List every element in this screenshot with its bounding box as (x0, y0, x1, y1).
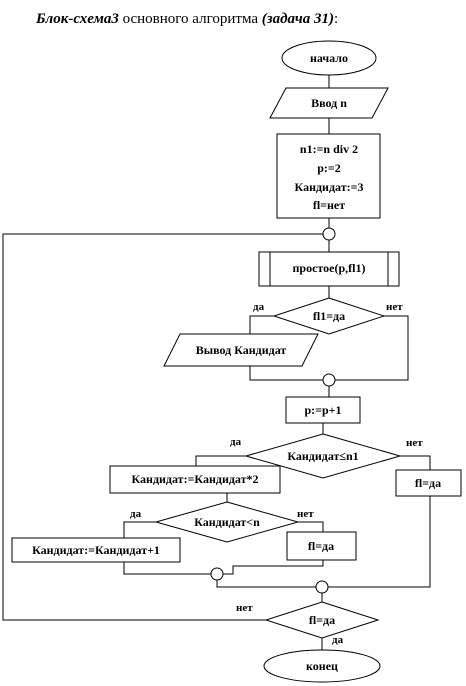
multiply-label: Кандидат:=Кандидат*2 (131, 472, 259, 486)
set-flag-right-label: fl=да (414, 476, 442, 490)
branch-no-1: нет (386, 301, 403, 313)
branch-no-2: нет (406, 437, 423, 449)
subroutine-box (258, 251, 400, 287)
connector-line (328, 496, 431, 588)
init-process-box (276, 133, 381, 219)
connector-line (400, 455, 431, 470)
decision-fl-label: fl=да (308, 613, 336, 627)
init-line-2: p:=2 (317, 161, 341, 175)
loop-back-line (2, 233, 323, 621)
merge-junction (322, 373, 336, 387)
title-colon: : (333, 11, 339, 27)
start-label: начало (309, 51, 349, 65)
branch-yes-1: да (253, 301, 265, 313)
connector-line (123, 521, 156, 538)
decision-fl1-label: fl1=да (312, 309, 346, 323)
connector-line (223, 560, 324, 575)
title-task-ref: (задача 31) (261, 11, 334, 27)
connector-line (216, 580, 316, 588)
decision-n1 (244, 433, 402, 479)
connector-line (335, 315, 409, 381)
increment-label: p:=p+1 (304, 403, 342, 417)
subroutine-label: простое(p,fl1) (292, 261, 366, 275)
connector-line (249, 315, 274, 334)
title-italic: Блок-схема3 (36, 11, 119, 27)
decision-n (154, 501, 300, 543)
connector-line (123, 562, 211, 575)
diagram-title: Блок-схема3 основного алгоритма (задача … (36, 12, 338, 27)
set-flag-mid-label: fl=да (307, 539, 335, 553)
decision-n-label: Кандидат<n (194, 515, 260, 529)
branch-yes-4: да (332, 634, 344, 646)
init-line-1: n1:=n div 2 (299, 142, 359, 156)
decision-n1-label: Кандидат≤n1 (287, 449, 359, 463)
branch-yes-3: да (130, 508, 142, 520)
merge-junction-left (210, 567, 224, 581)
output-parallelogram (163, 333, 319, 367)
input-parallelogram (269, 87, 389, 119)
add-one-label: Кандидат:=Кандидат+1 (32, 543, 160, 557)
set-flag-mid-box (286, 531, 357, 561)
decision-fl1 (272, 297, 386, 335)
init-line-4: fl=нет (312, 198, 346, 212)
end-terminator (263, 649, 381, 683)
connector-line (195, 455, 246, 466)
branch-no-3: нет (297, 508, 314, 520)
merge-junction-bottom (315, 580, 329, 594)
connector-line (298, 521, 324, 532)
add-one-box (11, 537, 181, 563)
output-label: Вывод Кандидат (195, 343, 287, 357)
multiply-box (109, 465, 281, 494)
branch-yes-2: да (230, 436, 242, 448)
init-line-3: Кандидат:=3 (294, 180, 364, 194)
connector-line (249, 366, 323, 381)
loop-junction (322, 227, 336, 241)
title-plain: основного алгоритма (118, 11, 262, 27)
set-flag-right-box (395, 469, 462, 497)
input-label: Ввод n (311, 96, 347, 110)
branch-no-4: нет (236, 602, 253, 614)
end-label: конец (306, 659, 338, 673)
